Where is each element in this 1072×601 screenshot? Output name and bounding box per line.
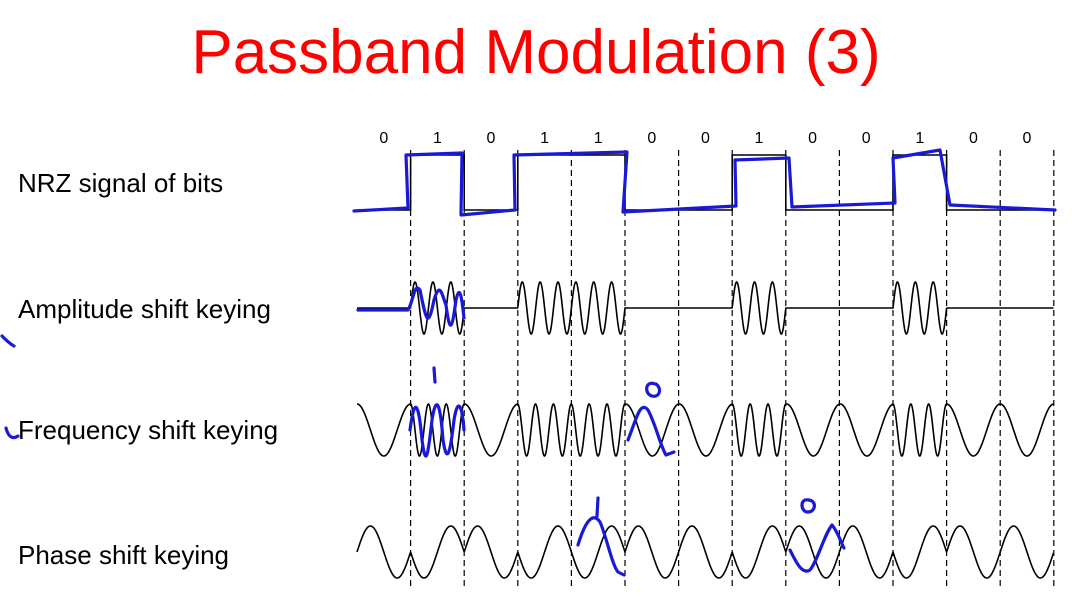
bit-label: 0	[968, 130, 978, 147]
fsk-ink-trace-zero	[626, 405, 676, 457]
psk-ink-mark-zero	[800, 498, 816, 514]
bit-label: 1	[432, 130, 442, 147]
bit-boundary-lines	[410, 150, 1055, 588]
bit-label: 1	[593, 130, 603, 147]
ask-ink-trace	[356, 286, 466, 327]
bit-label: 1	[540, 130, 550, 147]
bit-label: 0	[861, 130, 871, 147]
bit-label: 1	[915, 130, 925, 147]
bit-label: 0	[647, 130, 657, 147]
psk-row-label: Phase shift keying	[18, 540, 230, 570]
margin-mark-fsk	[4, 426, 20, 440]
fsk-ink-mark-zero	[645, 381, 662, 398]
psk-ink-trace-one	[576, 516, 626, 577]
psk-ink-trace-zero	[788, 523, 846, 573]
bit-label: 0	[486, 130, 496, 147]
fsk-ink-mark-one	[432, 366, 437, 384]
psk-waveform	[356, 525, 1055, 579]
ask-row-label: Amplitude shift keying	[18, 294, 271, 324]
fsk-signal	[357, 402, 1054, 458]
psk-ink-mark-one	[595, 496, 600, 518]
fsk-waveform	[357, 402, 1054, 458]
psk-signal	[356, 525, 1055, 579]
handwritten-annotations	[0, 148, 1057, 577]
bit-label: 0	[700, 130, 710, 147]
slide-title: Passband Modulation (3)	[191, 18, 881, 87]
bit-label: 0	[379, 130, 389, 147]
bit-label: 0	[808, 130, 818, 147]
fsk-ink-trace-one	[408, 403, 466, 458]
nrz-row-label: NRZ signal of bits	[18, 168, 224, 198]
bit-label: 0	[1022, 130, 1032, 147]
bit-label: 1	[754, 130, 764, 147]
ask-waveform	[357, 280, 1054, 336]
fsk-row-label: Frequency shift keying	[18, 415, 279, 445]
nrz-ink-trace	[352, 148, 1057, 217]
ask-signal	[357, 280, 1054, 336]
margin-mark-ask	[0, 334, 16, 348]
